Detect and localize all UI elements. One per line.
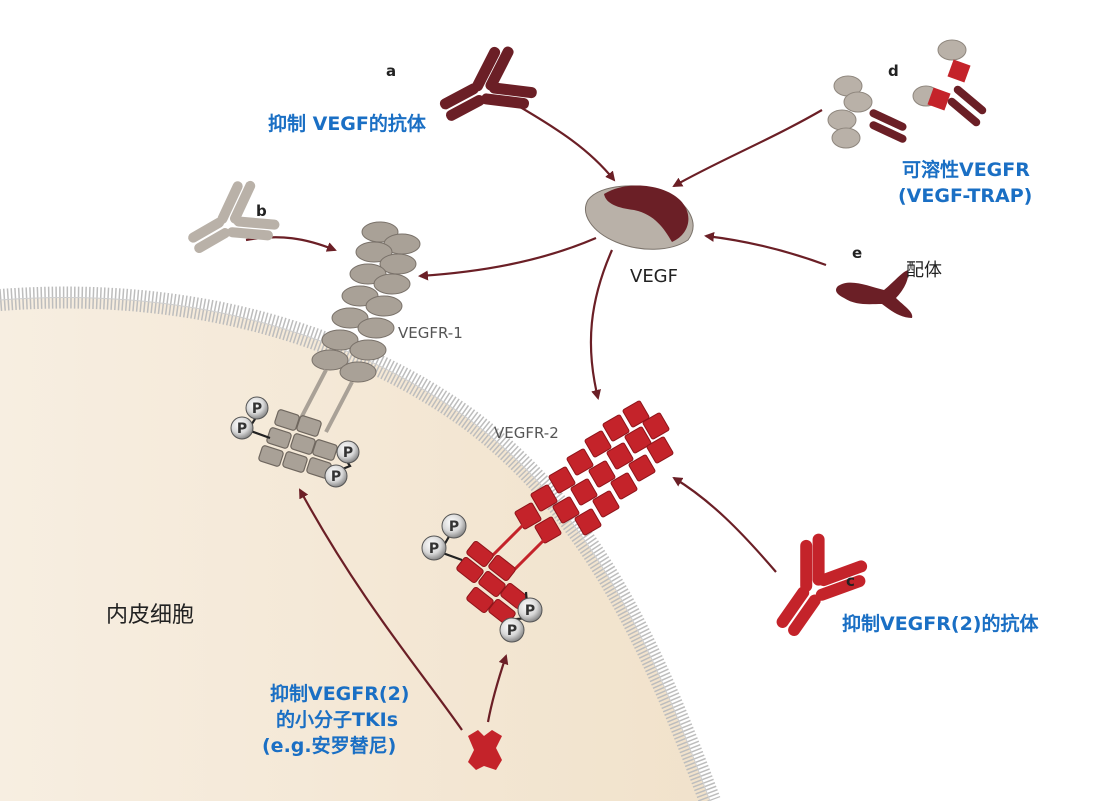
phosphate-vegfr2-4: P: [499, 617, 525, 643]
arrow-tki-to-vegfr2: [486, 654, 509, 723]
label-a-text: 抑制 VEGF的抗体: [268, 112, 427, 135]
antibody-c-icon: [776, 533, 868, 637]
label-tki-1: 抑制VEGFR(2): [270, 682, 409, 705]
arrow-e-to-vegf: [704, 231, 827, 267]
labels: a 抑制 VEGF的抗体 b c 抑制VEGFR(2)的抗体 d 可溶性VEGF…: [106, 62, 1039, 757]
vegfr1-kinase-domain: [258, 409, 338, 479]
label-c-text: 抑制VEGFR(2)的抗体: [842, 612, 1039, 635]
phosphate-vegfr1-3: P: [336, 440, 360, 464]
label-a-letter: a: [386, 62, 396, 80]
tki-molecule-icon: [468, 730, 502, 770]
label-c-letter: c: [846, 572, 855, 590]
svg-text:P: P: [252, 401, 262, 417]
antibody-a-icon: [439, 46, 537, 121]
svg-text:P: P: [449, 519, 459, 535]
vegfr1-receptor: [246, 221, 421, 479]
label-vegf: VEGF: [630, 266, 678, 287]
arrow-vegf-to-vegfr1: [418, 236, 597, 281]
label-vegfr1: VEGFR-1: [398, 324, 463, 342]
svg-text:P: P: [343, 445, 353, 461]
vegfr2-extracellular-domain: [514, 400, 674, 544]
phosphate-vegfr2-2: P: [421, 535, 447, 561]
label-tki-3: (e.g.安罗替尼): [262, 734, 396, 757]
svg-text:P: P: [237, 421, 247, 437]
svg-text:P: P: [429, 541, 439, 557]
vegf-trap-icon: [827, 39, 987, 149]
label-e-text: 配体: [906, 260, 942, 281]
label-b-letter: b: [256, 202, 267, 220]
vegfr1-extracellular-domain: [311, 221, 421, 383]
arrow-d-to-vegf: [672, 109, 823, 187]
arrows: [245, 99, 827, 731]
vegfr2-kinase-domain: [456, 541, 528, 625]
label-d-text-2: (VEGF-TRAP): [898, 185, 1032, 207]
label-vegfr2: VEGFR-2: [494, 424, 559, 442]
phosphate-vegfr2-1: P: [441, 513, 467, 539]
antibody-b-icon: [188, 180, 280, 254]
label-tki-2: 的小分子TKIs: [276, 708, 398, 731]
svg-text:P: P: [331, 469, 341, 485]
arrow-c-to-vegfr2: [672, 476, 777, 573]
arrow-vegf-to-vegfr2: [589, 249, 614, 400]
vegfr1-transmembrane: [298, 369, 354, 433]
ligand-icon: [836, 270, 913, 318]
arrow-tki-to-vegfr1: [299, 488, 463, 731]
cytoplasm: [0, 297, 710, 801]
label-d-text-1: 可溶性VEGFR: [902, 158, 1030, 181]
svg-text:P: P: [507, 623, 517, 639]
arrow-a-to-vegf: [507, 99, 616, 182]
phosphate-vegfr1-2: P: [230, 416, 254, 440]
phosphate-vegfr1-1: P: [245, 396, 269, 420]
phosphate-groups: P P P P P P P P: [230, 396, 543, 643]
label-e-letter: e: [852, 244, 862, 262]
phosphate-vegfr2-3: P: [517, 597, 543, 623]
vegfr2-receptor: [438, 400, 674, 625]
svg-text:P: P: [525, 603, 535, 619]
cell-membrane-edge: [0, 297, 711, 801]
phosphate-vegfr1-4: P: [324, 464, 348, 488]
label-endothelial-cell: 内皮细胞: [106, 603, 194, 628]
label-d-letter: d: [888, 62, 899, 80]
vegf-icon: [585, 185, 694, 250]
endothelial-cell: [0, 286, 721, 801]
